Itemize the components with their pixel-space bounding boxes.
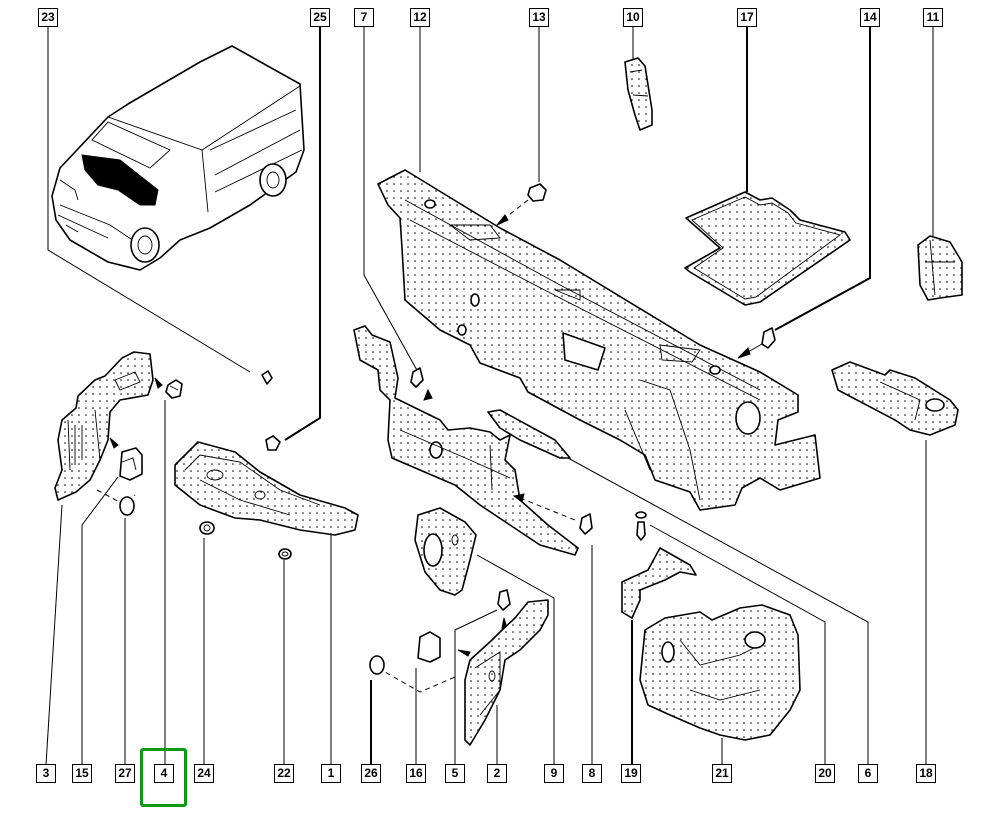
part-8-clip <box>579 513 593 535</box>
callout-6: 6 <box>858 764 878 783</box>
callout-20: 20 <box>815 764 835 783</box>
callout-12: 12 <box>410 8 430 27</box>
part-25-fastener <box>261 370 281 451</box>
leader-25 <box>284 26 321 441</box>
callout-2: 2 <box>487 764 507 783</box>
callout-1: 1 <box>321 764 341 783</box>
leader-9 <box>476 554 555 765</box>
callout-8: 8 <box>582 764 602 783</box>
callout-9: 9 <box>544 764 564 783</box>
leader-3 <box>45 504 63 766</box>
callout-17: 17 <box>737 8 757 27</box>
part-6-lower-insulator <box>353 325 579 556</box>
leader-lines <box>45 26 934 766</box>
leader-dashed-26-16 <box>377 667 456 693</box>
part-12-dashboard-insulator <box>377 169 821 511</box>
callout-24: 24 <box>194 764 214 783</box>
callout-27: 27 <box>115 764 135 783</box>
part-16-block <box>417 631 441 663</box>
part-2-side-panel-insulator <box>457 599 549 746</box>
callout-15: 15 <box>72 764 92 783</box>
part-4-clip <box>165 379 183 399</box>
part-14-clip <box>737 327 776 359</box>
part-18-support-bracket <box>831 361 959 436</box>
leader-23 <box>47 26 251 373</box>
leader-7 <box>363 26 419 373</box>
part-9-wheel-arch-insulator <box>414 507 477 596</box>
leader-15 <box>81 476 119 765</box>
callout-21: 21 <box>712 764 732 783</box>
callout-26: 26 <box>361 764 381 783</box>
callout-22: 22 <box>274 764 294 783</box>
callout-19: 19 <box>621 764 641 783</box>
callout-13: 13 <box>529 8 549 27</box>
part-7-clip <box>410 367 433 401</box>
part-5-clip <box>497 589 511 629</box>
callout-5: 5 <box>445 764 465 783</box>
part-17-floor-mat <box>684 191 851 306</box>
callout-3: 3 <box>36 764 56 783</box>
callout-23: 23 <box>38 8 58 27</box>
leader-5 <box>454 609 498 765</box>
part-11-side-insulator <box>917 235 963 301</box>
callout-11: 11 <box>923 8 943 27</box>
part-26-plug <box>369 655 385 675</box>
callout-4[interactable]: 4 <box>154 764 174 783</box>
leader-14 <box>774 26 871 331</box>
part-15-block <box>119 447 143 481</box>
callout-7: 7 <box>354 8 374 27</box>
leader-20 <box>649 524 826 765</box>
part-21-tunnel-insulator <box>639 604 801 741</box>
part-1-lower-insulator <box>174 441 359 536</box>
callout-16: 16 <box>406 764 426 783</box>
part-19-insulator-bracket <box>621 547 697 619</box>
callout-10: 10 <box>623 8 643 27</box>
part-24-nut <box>199 521 215 535</box>
part-10-small-insulator <box>624 57 653 131</box>
part-20-push-pin <box>635 511 647 541</box>
part-22-nut <box>278 548 292 560</box>
part-3-side-insulator-panel <box>54 351 163 501</box>
part-13-fastener <box>496 183 547 226</box>
part-27-plug <box>119 496 135 516</box>
callout-25: 25 <box>310 8 330 27</box>
callout-14: 14 <box>860 8 880 27</box>
callout-18: 18 <box>916 764 936 783</box>
van-illustration <box>51 45 305 271</box>
leader-6 <box>567 457 869 765</box>
